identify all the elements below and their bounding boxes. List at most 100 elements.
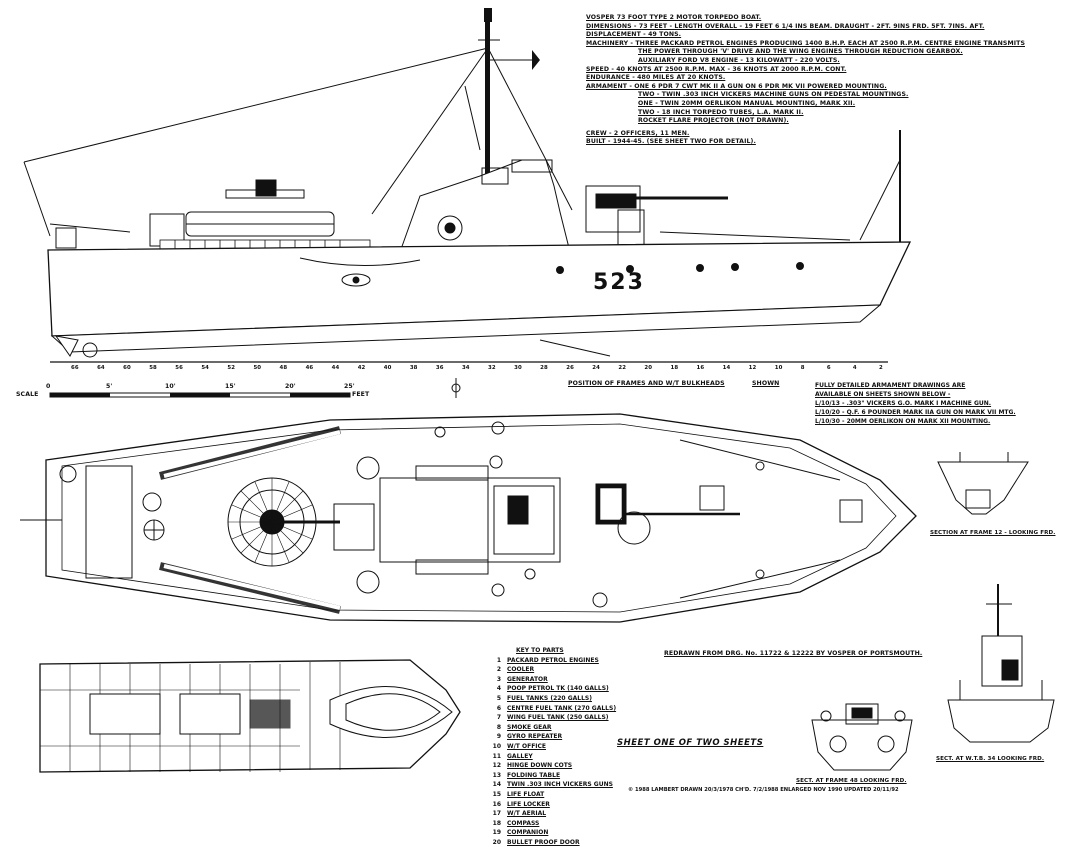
key-item-label: WING FUEL TANK (250 GALLS) (507, 714, 609, 722)
spec-built: BUILT - 1944-45. (SEE SHEET TWO FOR DETA… (586, 138, 756, 146)
frame-tick-label: 8 (800, 365, 805, 371)
key-item-label: CENTRE FUEL TANK (270 GALLS) (507, 704, 617, 712)
scale-bar (49, 378, 461, 398)
section-wt-bulkhead (947, 584, 1055, 743)
frame-tick-label: 36 (435, 365, 444, 371)
frame-tick-label: 44 (331, 365, 340, 371)
frame-tick-label: 12 (748, 365, 757, 371)
armament-note-line-1: FULLY DETAILED ARMAMENT DRAWINGS ARE (815, 382, 966, 389)
key-item-number: 10 (492, 742, 501, 750)
key-item-number: 2 (496, 666, 501, 674)
spec-armament-5: ROCKET FLARE PROJECTOR (NOT DRAWN). (638, 117, 789, 125)
key-item-label: W/T AERIAL (507, 810, 547, 818)
scale-unit: FEET (352, 391, 370, 398)
spec-title: VOSPER 73 FOOT TYPE 2 MOTOR TORPEDO BOAT… (586, 14, 762, 21)
sheet-label: SHEET ONE OF TWO SHEETS (617, 738, 764, 748)
spec-speed: SPEED - 40 KNOTS AT 2500 R.P.M. MAX - 36… (586, 65, 847, 73)
armament-drawings-note: FULLY DETAILED ARMAMENT DRAWINGS ARE AVA… (815, 381, 1016, 426)
frame-tick-label: 34 (461, 365, 470, 371)
frame-tick-label: 60 (123, 365, 131, 371)
key-item: 5 FUEL TANKS (220 GALLS) (492, 694, 616, 704)
plan-sheet: VOSPER 73 FOOT TYPE 2 MOTOR TORPEDO BOAT… (16, 8, 1066, 846)
scale-tick-5: 25' (344, 383, 355, 390)
key-item-number: 15 (492, 790, 501, 798)
key-item-number: 5 (496, 694, 501, 702)
key-item-number: 3 (496, 675, 501, 683)
key-item-label: PACKARD PETROL ENGINES (507, 656, 599, 664)
frame-tick-label: 26 (566, 365, 574, 371)
scale-tick-3: 15' (225, 383, 236, 390)
key-item-number: 4 (496, 685, 501, 693)
key-item-label: GYRO REPEATER (507, 733, 563, 741)
spec-armament-2: TWO - TWIN .303 INCH VICKERS MACHINE GUN… (638, 91, 909, 99)
scale-tick-2: 10' (165, 383, 176, 390)
key-item-number: 17 (492, 810, 501, 818)
lower-deck-plan (39, 659, 461, 773)
frame-tick-label: 22 (618, 365, 627, 371)
key-item-number: 20 (492, 838, 501, 846)
spec-crew: CREW - 2 OFFICERS, 11 MEN. (586, 129, 690, 137)
redrawn-note: REDRAWN FROM DRG. No. 11722 & 12222 BY V… (664, 650, 923, 657)
key-item-number: 13 (492, 771, 501, 779)
key-item-label: COMPASS (507, 819, 540, 827)
frame-tick-label: 48 (279, 365, 288, 371)
key-title: KEY TO PARTS (516, 647, 564, 654)
specifications-block: VOSPER 73 FOOT TYPE 2 MOTOR TORPEDO BOAT… (586, 14, 1066, 147)
armament-note-line-3: L/10/13 - .303" VICKERS G.O. MARK I MACH… (815, 400, 992, 407)
frames-shown-label: SHOWN (752, 380, 780, 387)
armament-note-line-2: AVAILABLE ON SHEETS SHOWN BELOW - (815, 391, 951, 398)
frame-tick-label: 58 (149, 365, 157, 371)
key-item-number: 11 (492, 752, 501, 760)
armament-note-line-5: L/10/30 - 20MM OERLIKON ON MARK XII MOUN… (815, 418, 991, 425)
frame-tick-label: 24 (592, 365, 600, 371)
drawing-footer: © 1988 LAMBERT DRAWN 20/3/1978 CH'D. 7/2… (628, 787, 899, 793)
frame-tick-label: 50 (253, 365, 262, 371)
frame-tick-label: 6 (826, 365, 831, 371)
frame-tick-label: 40 (383, 365, 392, 371)
section-wt-caption: SECT. AT W.T.B. 34 LOOKING FRD. (936, 756, 1045, 762)
key-item: 7 WING FUEL TANK (250 GALLS) (492, 713, 616, 723)
spec-armament-3: ONE - TWIN 20MM OERLIKON MANUAL MOUNTING… (638, 99, 856, 107)
frames-caption: POSITION OF FRAMES AND W/T BULKHEADS (568, 380, 725, 387)
scale-tick-0: 0 (46, 383, 51, 390)
frame-tick-label: 52 (227, 365, 236, 371)
key-item-label: GENERATOR (507, 675, 548, 683)
key-item-number: 6 (496, 704, 501, 712)
side-elevation (23, 8, 912, 363)
key-item-label: POOP PETROL TK (140 GALLS) (507, 685, 609, 693)
boat-drawing (20, 8, 1055, 773)
frame-tick-label: 46 (305, 365, 314, 371)
frame-tick-label: 20 (644, 365, 653, 371)
frame-tick-label: 42 (357, 365, 366, 371)
frame-tick-label: 28 (540, 365, 548, 371)
key-item-label: TWIN .303 INCH VICKERS GUNS (507, 781, 613, 789)
key-item-number: 7 (496, 714, 501, 722)
key-item-label: GALLEY (507, 752, 533, 760)
scale-tick-1: 5' (106, 383, 113, 390)
key-item-label: LIFE FLOAT (507, 790, 545, 798)
key-item-label: COMPANION (507, 829, 549, 837)
key-item: 3 GENERATOR (492, 675, 616, 685)
key-item-label: HINGE DOWN COTS (507, 762, 573, 770)
spec-endurance: ENDURANCE - 480 MILES AT 20 KNOTS. (586, 74, 726, 82)
key-item: 4 POOP PETROL TK (140 GALLS) (492, 684, 616, 694)
frame-tick-label: 2 (879, 365, 883, 371)
spec-machinery-1: MACHINERY - THREE PACKARD PETROL ENGINES… (586, 39, 1025, 47)
frame-tick-label: 64 (97, 365, 105, 371)
key-item-label: FUEL TANKS (220 GALLS) (507, 694, 592, 702)
spec-displacement: DISPLACEMENT - 49 TONS. (586, 31, 682, 39)
frame-tick-label: 14 (722, 365, 731, 371)
frame-tick-label: 16 (696, 365, 705, 371)
deck-plan (20, 413, 917, 623)
key-item-label: SMOKE GEAR (507, 723, 552, 731)
frame-tick-label: 30 (514, 365, 522, 371)
key-item-number: 8 (496, 723, 501, 731)
